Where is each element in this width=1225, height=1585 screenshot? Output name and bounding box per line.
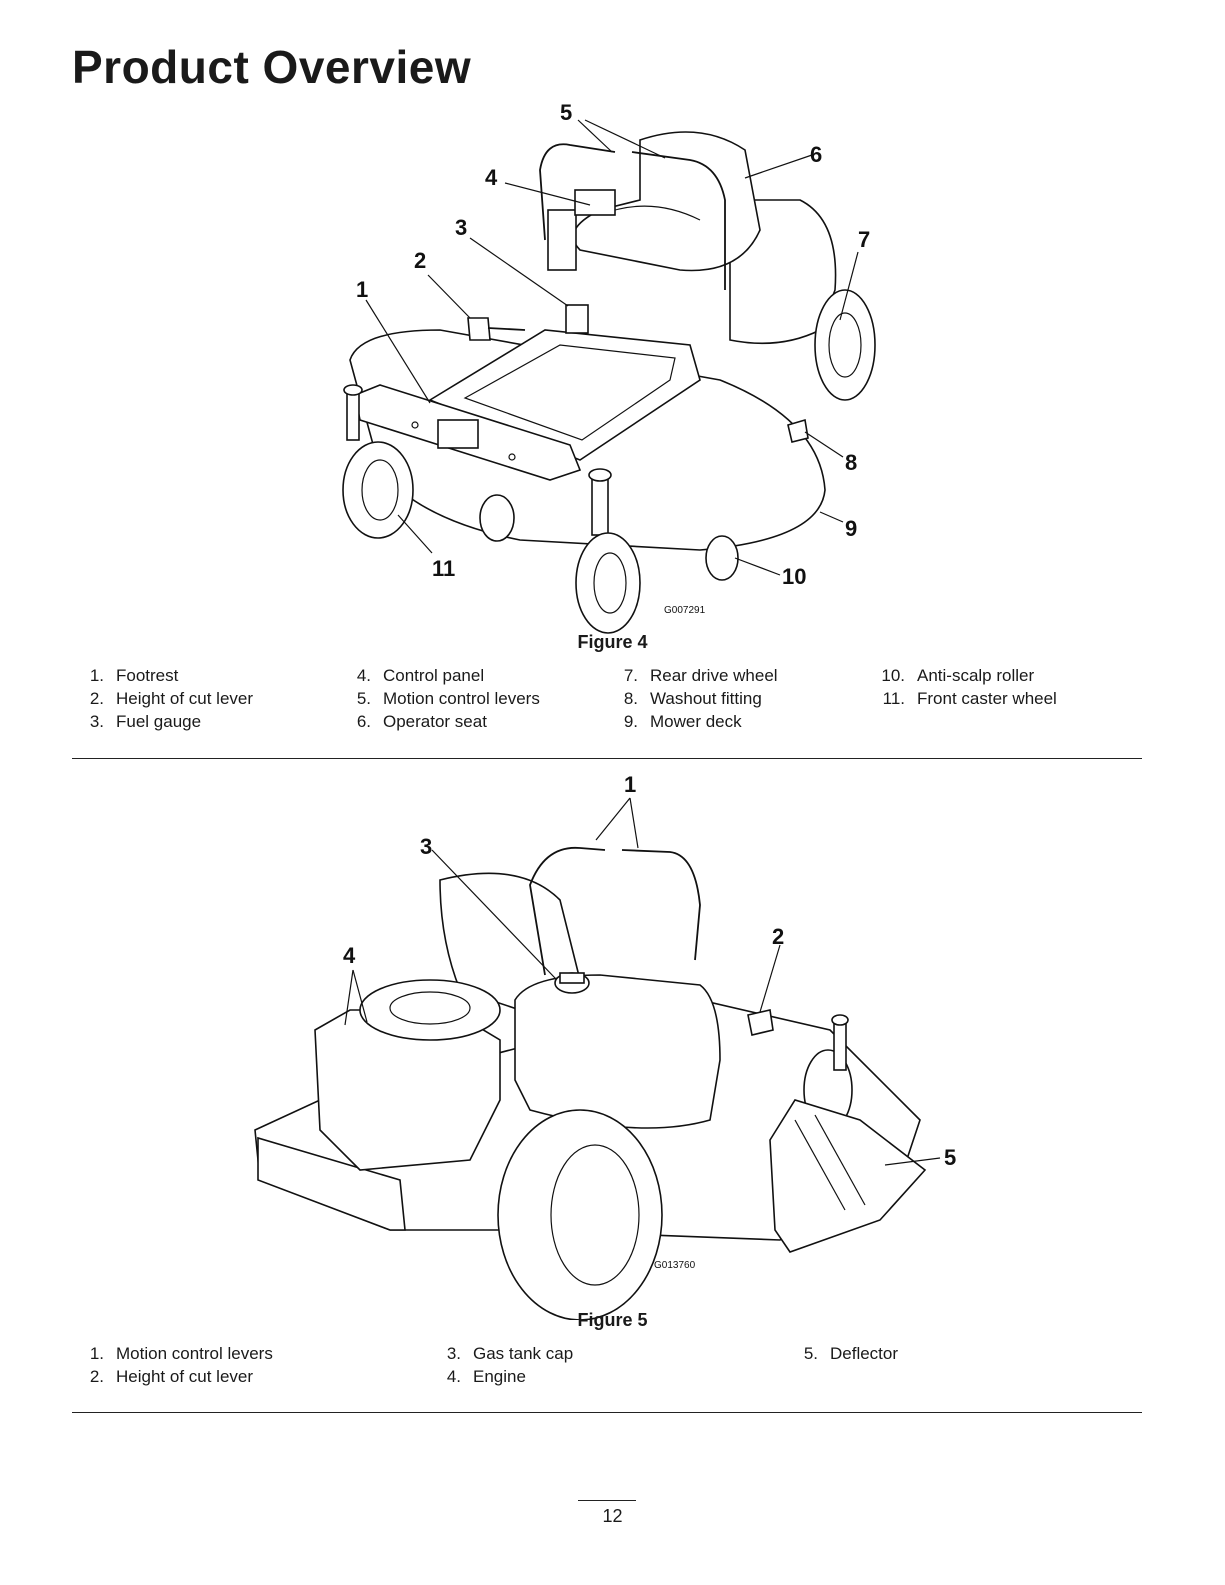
legend-item: 2.Height of cut lever bbox=[89, 1367, 254, 1386]
legend-item: 4.Control panel bbox=[356, 666, 485, 685]
figure-4-callout-7: 7 bbox=[858, 227, 870, 252]
legend-item: 1.Footrest bbox=[89, 666, 179, 685]
legend-item: 7.Rear drive wheel bbox=[623, 666, 778, 685]
figure-4-callout-4: 4 bbox=[485, 165, 498, 190]
page-number-rule bbox=[578, 1500, 636, 1501]
motion-control-lever-left bbox=[539, 143, 616, 241]
figure-4-legend: 1.Footrest 2.Height of cut lever 3.Fuel … bbox=[80, 664, 1140, 739]
figure-5-callout-5: 5 bbox=[944, 1145, 956, 1170]
legend-item: 4.Engine bbox=[446, 1367, 526, 1386]
figure-5-callout-1: 1 bbox=[624, 772, 636, 797]
legend-item: 11.Front caster wheel bbox=[882, 689, 1057, 708]
motion-control-lever-right bbox=[621, 849, 701, 961]
legend-item: 1.Motion control levers bbox=[89, 1344, 273, 1363]
page-number: 12 bbox=[602, 1506, 623, 1526]
section-divider bbox=[72, 758, 1142, 759]
figure-4-callout-11: 11 bbox=[432, 556, 455, 581]
gas-tank-shape bbox=[514, 974, 721, 1129]
figure-5-image-code: G013760 bbox=[654, 1260, 696, 1271]
legend-item: 5.Motion control levers bbox=[356, 689, 540, 708]
section-divider bbox=[72, 1412, 1142, 1413]
legend-item: 9.Mower deck bbox=[623, 712, 742, 731]
figure-4-callout-1: 1 bbox=[356, 277, 368, 302]
rear-drive-wheel-shape bbox=[814, 289, 876, 401]
legend-item: 3.Gas tank cap bbox=[446, 1344, 574, 1363]
figure-4-callout-5: 5 bbox=[560, 100, 572, 125]
legend-item: 2.Height of cut lever bbox=[89, 689, 254, 708]
front-caster-wheel-left-shape bbox=[342, 441, 414, 539]
page-title: Product Overview bbox=[72, 41, 472, 93]
motion-control-lever-left bbox=[529, 846, 606, 976]
figure-5-legend: 1.Motion control levers 2.Height of cut … bbox=[80, 1342, 1140, 1392]
height-of-cut-lever-shape bbox=[747, 1009, 774, 1036]
figure-4-callout-9: 9 bbox=[845, 516, 857, 541]
figure-5-callout-2: 2 bbox=[772, 924, 784, 949]
rear-wheel-shape bbox=[497, 1109, 663, 1320]
motion-control-lever-right bbox=[631, 151, 726, 290]
figure-4-callout-2: 2 bbox=[414, 248, 426, 273]
legend-item: 3.Fuel gauge bbox=[89, 712, 202, 731]
legend-item: 8.Washout fitting bbox=[623, 689, 762, 708]
figure-4-callout-8: 8 bbox=[845, 450, 857, 475]
figure-4-callout-10: 10 bbox=[782, 564, 806, 589]
fuel-gauge-shape bbox=[565, 304, 589, 334]
anti-scalp-roller-shape bbox=[705, 535, 739, 581]
figure-4-callout-3: 3 bbox=[455, 215, 467, 240]
figure-5-callout-3: 3 bbox=[420, 834, 432, 859]
figure-5-callout-4: 4 bbox=[343, 943, 356, 968]
figure-4-illustration: 1 2 3 4 5 6 7 8 9 10 11 G007291 bbox=[0, 0, 1225, 640]
figure-4-image-code: G007291 bbox=[664, 605, 706, 616]
deflector-shape bbox=[769, 1099, 927, 1253]
figure-5-illustration: 1 2 3 4 5 G013760 bbox=[0, 760, 1225, 1320]
legend-item: 6.Operator seat bbox=[356, 712, 487, 731]
front-caster-wheel-right-shape bbox=[575, 532, 641, 634]
figure-5-caption: Figure 5 bbox=[577, 1310, 648, 1330]
washout-fitting-shape bbox=[787, 418, 809, 443]
legend-item: 10.Anti-scalp roller bbox=[881, 666, 1035, 685]
legend-item: 5.Deflector bbox=[803, 1344, 899, 1363]
figure-4-caption: Figure 4 bbox=[577, 632, 648, 652]
figure-4-callout-6: 6 bbox=[810, 142, 822, 167]
height-of-cut-lever-shape bbox=[467, 317, 491, 341]
